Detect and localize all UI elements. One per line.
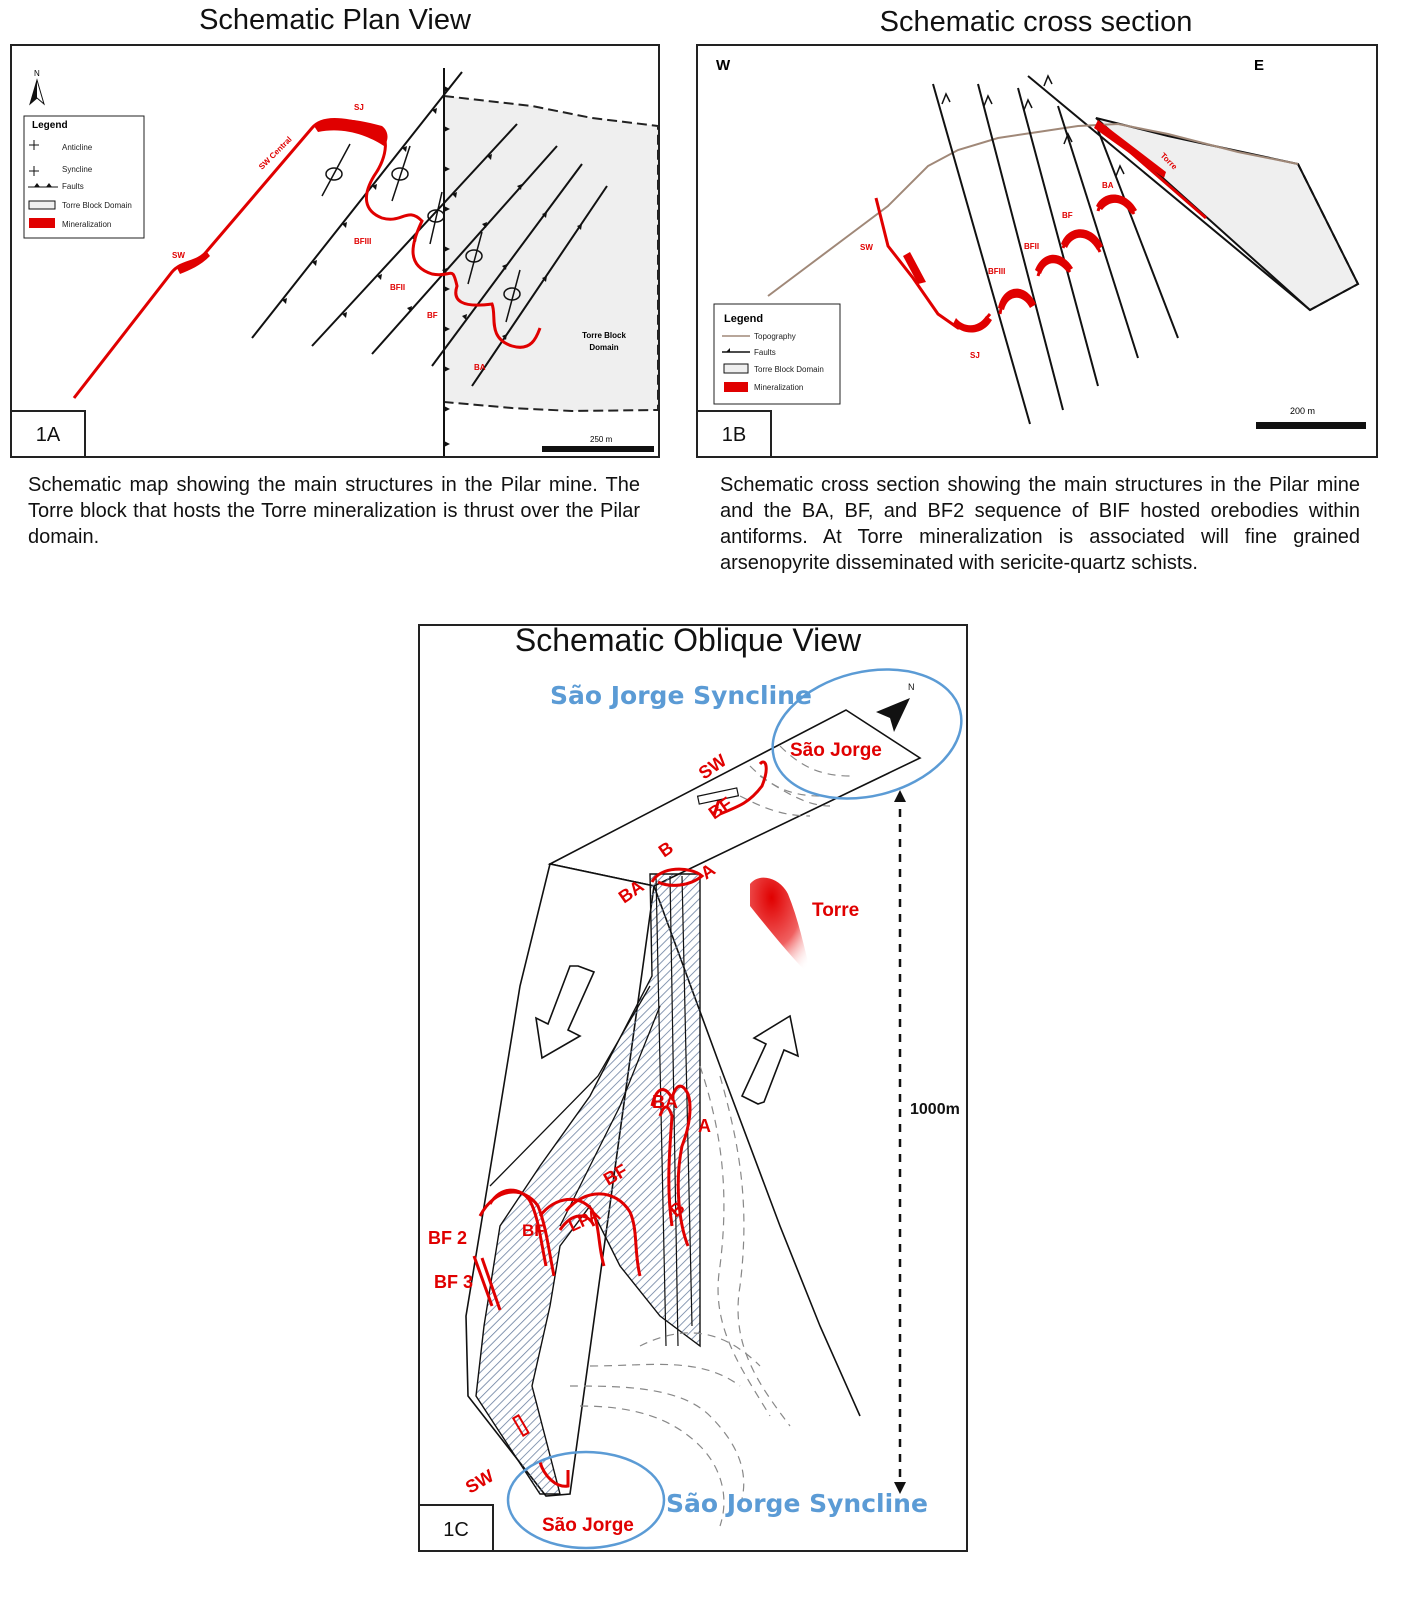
panel-b-tag: 1B: [698, 410, 772, 456]
hatched-fold-surface: [475, 873, 701, 1495]
svg-text:Faults: Faults: [754, 348, 776, 357]
label-bf-low: BF: [522, 1221, 545, 1240]
panel-a-title: Schematic Plan View: [199, 4, 471, 36]
svg-text:Legend: Legend: [32, 120, 68, 131]
label-sw-central: SW Central: [257, 135, 294, 172]
depth-scale: [894, 790, 906, 1494]
svg-text:Torre Block Domain: Torre Block Domain: [754, 365, 824, 374]
svg-text:N: N: [34, 69, 40, 78]
topography-line: [767, 122, 1299, 297]
label-bfii: BFII: [1024, 242, 1039, 251]
svg-text:250 m: 250 m: [590, 435, 613, 444]
plan-view-scale-bar: 250 m: [542, 435, 654, 452]
torre-ore-shoot: [750, 877, 812, 978]
label-ba: BA: [474, 363, 486, 372]
syncline-ellipse-top: [771, 668, 963, 800]
svg-text:Legend: Legend: [724, 313, 763, 325]
cross-section-drawing: W E SW SJ BFIII BFII BF BA Torre Legend …: [713, 57, 1366, 429]
label-bf2: BF 2: [428, 1228, 467, 1248]
label-bf: BF: [1062, 211, 1073, 220]
down-arrow-icon: [534, 965, 596, 1060]
panel-c-tag: 1C: [420, 1504, 494, 1550]
thrust-faults: [251, 71, 608, 387]
svg-text:Mineralization: Mineralization: [754, 383, 803, 392]
north-arrow-icon: N: [29, 69, 45, 106]
panel-b-caption: Schematic cross section showing the main…: [720, 474, 1360, 574]
label-ba: BA: [1102, 181, 1114, 190]
label-a-mid: A: [698, 1116, 711, 1136]
label-bfiii: BFIII: [988, 267, 1005, 276]
strata-lines: [569, 745, 851, 1527]
label-ba-mid: BA: [652, 1092, 678, 1112]
cross-section-scale-bar: 200 m: [1256, 406, 1366, 429]
torre-block-label-2: Domain: [589, 343, 618, 352]
svg-text:Faults: Faults: [62, 182, 84, 191]
label-sw: SW: [172, 251, 185, 260]
svg-text:Torre Block Domain: Torre Block Domain: [62, 201, 132, 210]
label-sw-bottom: SW: [462, 1466, 497, 1498]
orebodies: [472, 760, 768, 1488]
label-sj: SJ: [970, 351, 980, 360]
panel-a-tag: 1A: [12, 410, 86, 456]
plan-view-panel: SW SW Central SJ BFIII BFII BF BA Torre …: [10, 44, 660, 458]
label-sw: SW: [860, 243, 873, 252]
cross-section-legend: Legend Topography Faults Torre Block Dom…: [713, 303, 841, 405]
svg-text:Topography: Topography: [754, 332, 796, 341]
syncline-ellipse-bottom: [506, 1450, 666, 1550]
up-arrow-icon: [740, 1014, 800, 1105]
torre-block-label-1: Torre Block: [582, 331, 626, 340]
sao-jorge-label-top: São Jorge: [790, 740, 882, 761]
depth-label: 1000m: [910, 1101, 960, 1118]
svg-text:200 m: 200 m: [1290, 406, 1315, 416]
label-sj: SJ: [354, 103, 364, 112]
panel-b-title: Schematic cross section: [879, 6, 1193, 38]
label-bfii: BFII: [390, 283, 405, 292]
panel-c-title: Schematic Oblique View: [514, 622, 862, 658]
plan-view-legend: Legend Anticline Syncline Faults Torre B…: [23, 115, 145, 239]
north-arrow-icon: [876, 698, 910, 732]
svg-text:Mineralization: Mineralization: [62, 220, 111, 229]
oblique-view-drawing: N São Jorge Syncline São Jorge Syncline …: [428, 668, 963, 1550]
plan-view-map: SW SW Central SJ BFIII BFII BF BA Torre …: [23, 68, 658, 456]
torre-label: Torre: [812, 900, 859, 921]
syncline-label-bottom: São Jorge Syncline: [666, 1489, 928, 1518]
cross-section-panel: W E SW SJ BFIII BFII BF BA Torre Legend …: [696, 44, 1378, 458]
label-bf: BF: [427, 311, 438, 320]
sao-jorge-label-bottom: São Jorge: [542, 1515, 634, 1536]
svg-text:Anticline: Anticline: [62, 143, 93, 152]
label-bfiii: BFIII: [354, 237, 371, 246]
torre-block-section: [1095, 117, 1360, 312]
oblique-view-panel: N São Jorge Syncline São Jorge Syncline …: [418, 624, 968, 1552]
svg-text:Syncline: Syncline: [62, 165, 93, 174]
panel-a-caption: Schematic map showing the main structure…: [28, 474, 640, 548]
section-faults: [932, 83, 1179, 425]
svg-text:N: N: [908, 682, 915, 692]
east-label: E: [1254, 57, 1264, 74]
label-bf3: BF 3: [434, 1272, 473, 1292]
west-label: W: [716, 57, 731, 74]
syncline-label-top: São Jorge Syncline: [550, 681, 812, 710]
